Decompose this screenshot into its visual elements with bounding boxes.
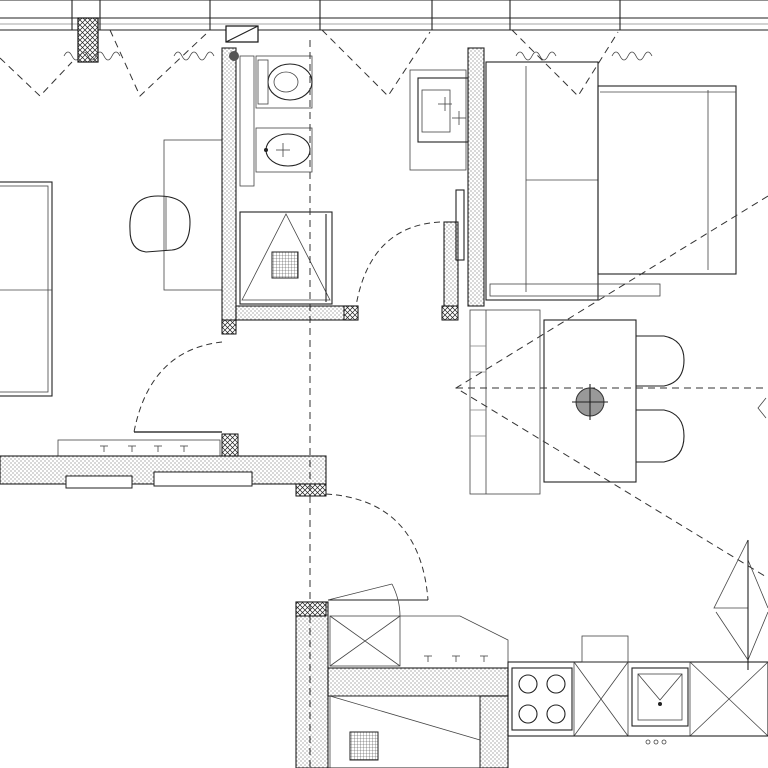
hallway-door-swing bbox=[355, 221, 441, 307]
kitchen-door-swing bbox=[325, 493, 429, 601]
dining-chair-1 bbox=[636, 335, 685, 387]
armchair bbox=[129, 195, 191, 253]
toilet bbox=[255, 55, 313, 109]
hallway bbox=[309, 40, 441, 768]
bidet bbox=[255, 127, 313, 173]
storage-drain bbox=[349, 731, 379, 761]
bed-double bbox=[597, 85, 737, 275]
bathroom-sink bbox=[631, 667, 689, 727]
window-swings bbox=[0, 29, 619, 97]
storage bbox=[296, 695, 508, 768]
dining-table bbox=[543, 319, 637, 483]
cooktop bbox=[511, 667, 573, 731]
kitchen bbox=[325, 493, 768, 745]
living-room bbox=[455, 61, 768, 579]
dining-chair-2 bbox=[636, 409, 685, 463]
desk bbox=[163, 139, 223, 291]
exterior-wall-top bbox=[0, 0, 768, 63]
view-cone bbox=[455, 195, 768, 579]
sofa bbox=[485, 61, 661, 301]
wardrobe bbox=[57, 439, 221, 459]
shelving-unit bbox=[469, 309, 541, 495]
bathroom bbox=[229, 51, 333, 305]
bedroom-door-swing bbox=[133, 341, 223, 433]
interior-walls bbox=[0, 47, 509, 768]
bedroom bbox=[0, 139, 223, 459]
corner-window bbox=[713, 539, 768, 661]
shower bbox=[239, 211, 333, 305]
structural-column bbox=[77, 17, 99, 63]
kitchen-sink-unit bbox=[409, 69, 469, 261]
shower-drain bbox=[271, 251, 299, 279]
window-mullions bbox=[71, 0, 621, 30]
bed bbox=[0, 181, 53, 397]
kitchen-sink bbox=[417, 77, 469, 143]
radiators bbox=[63, 51, 653, 61]
